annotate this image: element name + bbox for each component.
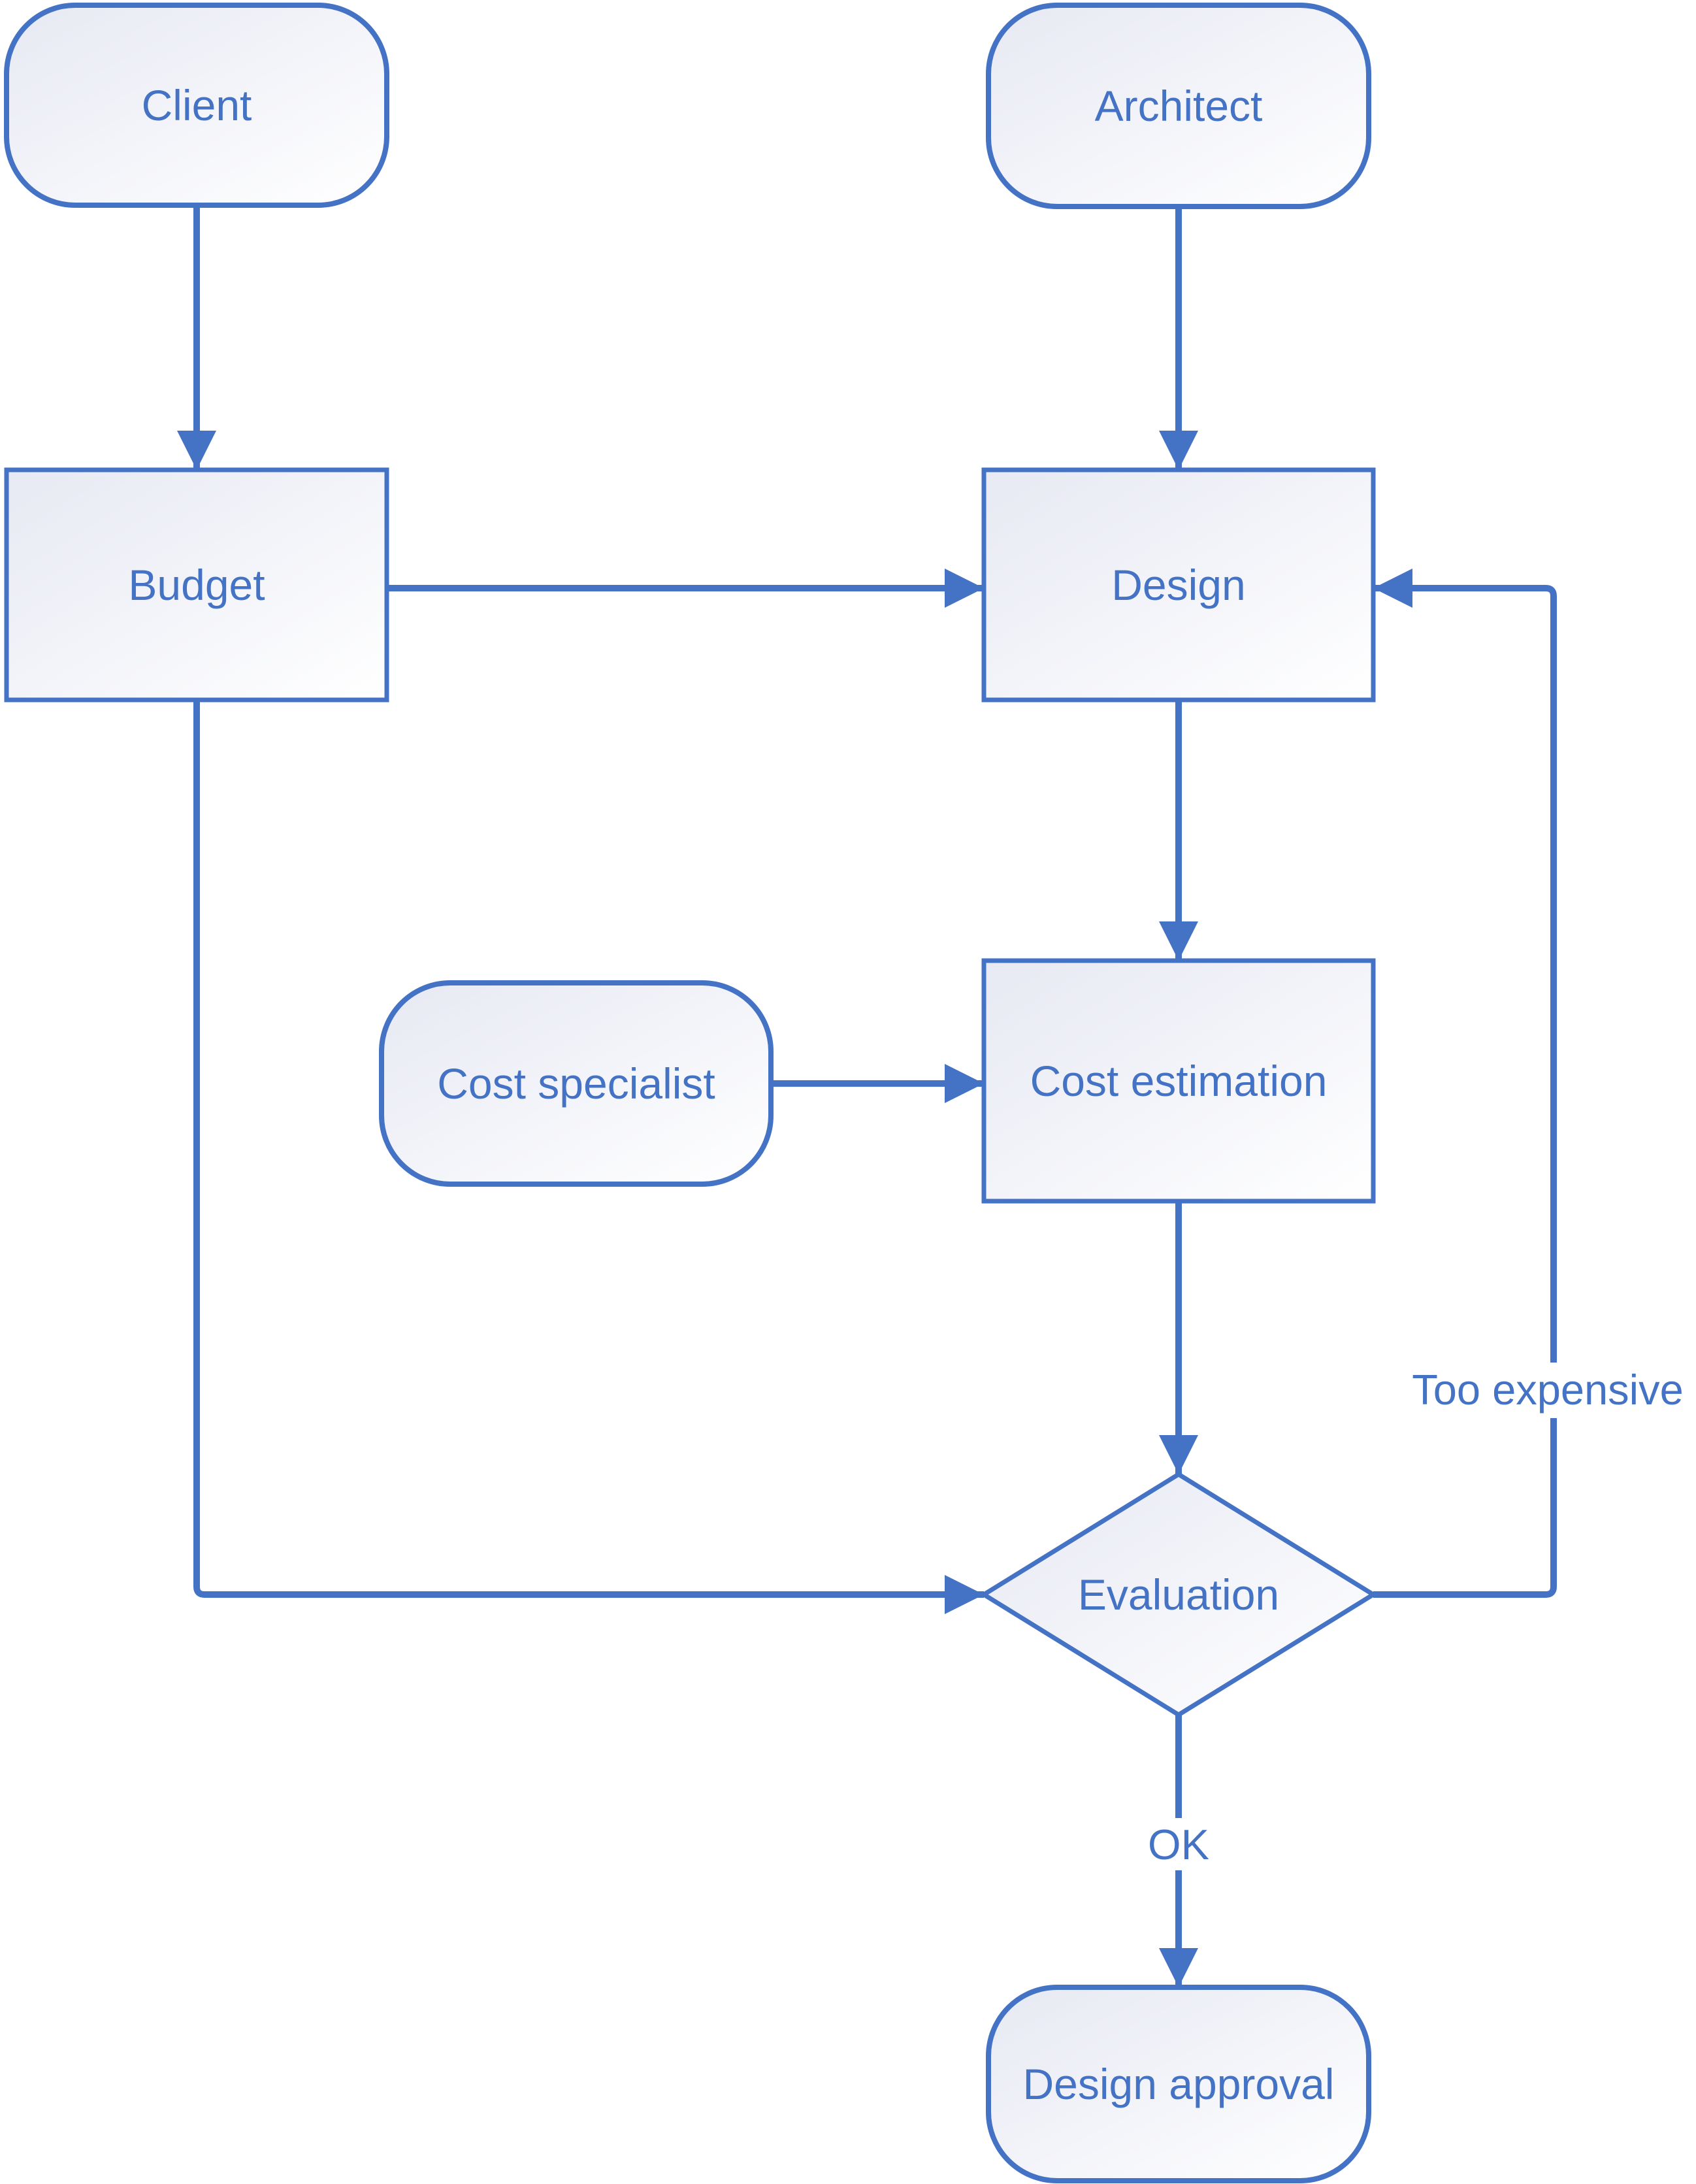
edge-label-ok: OK (1148, 1821, 1209, 1868)
node-cost-estimation: Cost estimation (981, 958, 1376, 1204)
cost-specialist-label: Cost specialist (437, 1059, 715, 1108)
node-architect: Architect (986, 3, 1371, 209)
edge-label-too-expensive: Too expensive (1412, 1366, 1684, 1414)
client-terminator-shape (4, 3, 389, 208)
design-approval-label: Design approval (1023, 2060, 1335, 2108)
budget-process-shape (4, 467, 389, 703)
cost-estimation-process-shape (981, 958, 1376, 1204)
evaluation-label: Evaluation (1078, 1570, 1279, 1619)
client-label: Client (142, 81, 252, 129)
node-client: Client (4, 3, 389, 208)
architect-label: Architect (1095, 82, 1263, 130)
node-evaluation: Evaluation (979, 1471, 1378, 1718)
evaluation-decision-shape (979, 1471, 1378, 1718)
node-design: Design (981, 467, 1376, 703)
design-approval-terminator-shape (986, 1985, 1371, 2183)
connector-evaluation-to-design-upper-segment (1373, 569, 1557, 1363)
cost-estimation-label: Cost estimation (1030, 1057, 1328, 1105)
connector-budget-to-evaluation (193, 700, 984, 1614)
design-process-shape (981, 467, 1376, 703)
node-budget: Budget (4, 467, 389, 703)
design-label: Design (1111, 561, 1245, 609)
budget-label: Budget (128, 561, 265, 609)
node-design-approval: Design approval (986, 1985, 1371, 2183)
node-cost-specialist: Cost specialist (379, 980, 774, 1187)
connector-evaluation-to-design-lower-segment (1373, 1418, 1557, 1598)
architect-terminator-shape (986, 3, 1371, 209)
cost-specialist-terminator-shape (379, 980, 774, 1187)
connectors (177, 205, 1557, 1987)
